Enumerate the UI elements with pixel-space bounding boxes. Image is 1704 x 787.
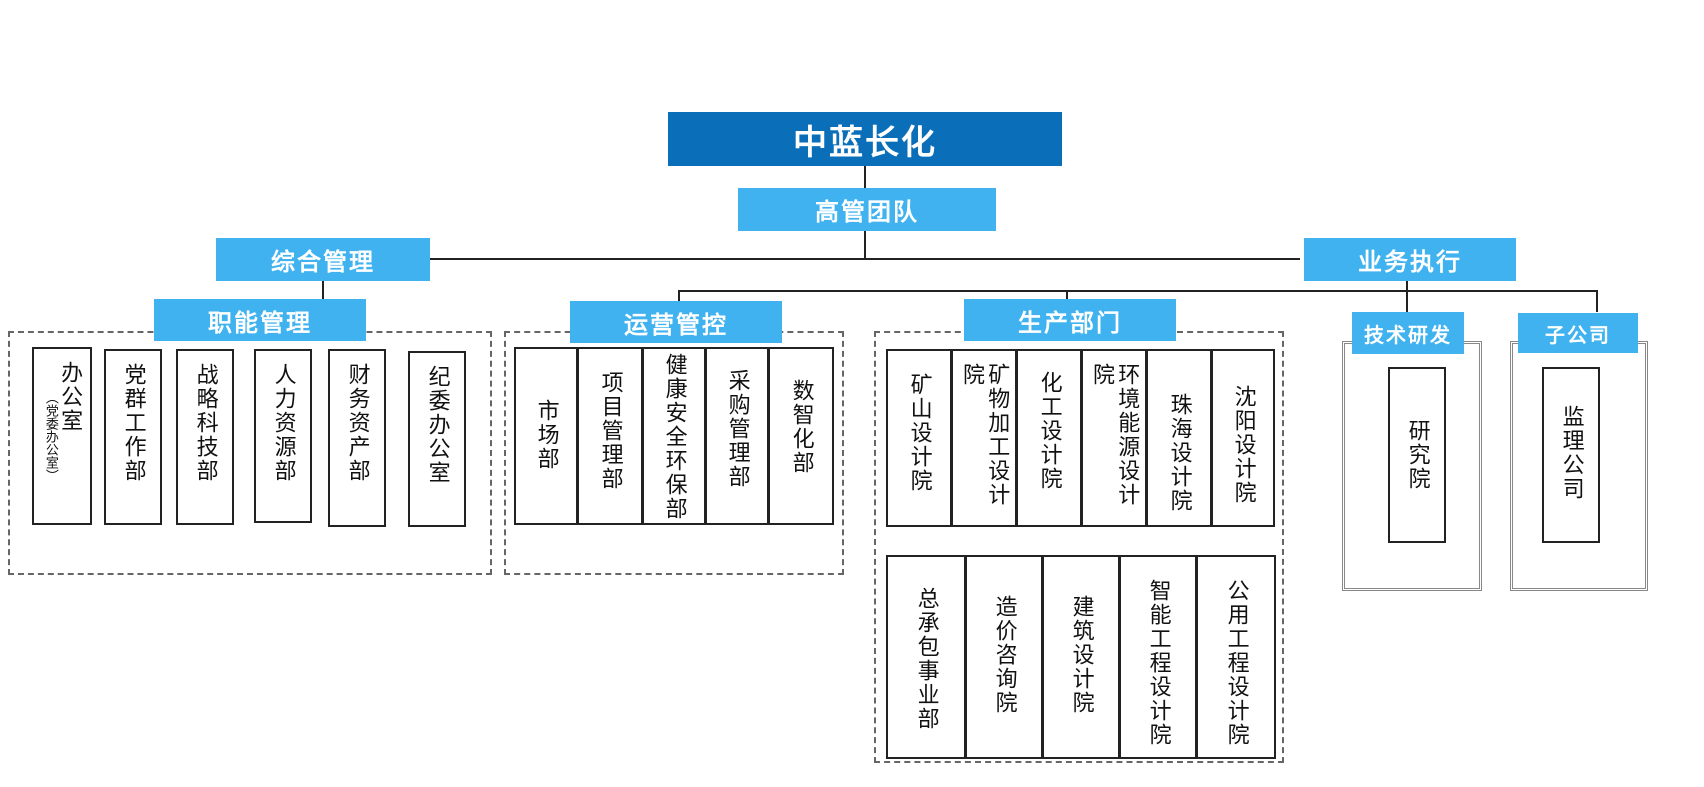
connector-to-production: [1066, 290, 1068, 302]
connector-business-bus: [678, 290, 1598, 292]
unit-office-label: 办公室: [57, 361, 83, 433]
unit-label: 数智化部: [788, 379, 814, 475]
business-execution-node: 业务执行: [1304, 238, 1516, 281]
unit-utilities-design: 公用工程设计院: [1196, 555, 1276, 759]
research-header: 技术研发: [1352, 312, 1464, 354]
unit-mineral-processing: 矿物加工设计院: [951, 349, 1017, 527]
connector-root-exec: [864, 166, 866, 190]
unit-label: 矿物加工设计院: [959, 363, 1010, 507]
operations-header: 运营管控: [570, 301, 782, 343]
executive-node: 高管团队: [738, 188, 996, 231]
unit-label: 造价咨询院: [991, 595, 1017, 715]
production-header: 生产部门: [964, 299, 1176, 341]
unit-research-institute: 研究院: [1388, 367, 1446, 543]
unit-label: 环境能源设计院: [1089, 363, 1140, 507]
unit-label: 纪委办公室: [424, 365, 450, 485]
unit-smart-engineering: 智能工程设计院: [1119, 555, 1197, 759]
unit-architecture-design: 建筑设计院: [1042, 555, 1120, 759]
unit-zhuhai-design: 珠海设计院: [1146, 349, 1212, 527]
connector-to-research: [1406, 290, 1408, 312]
unit-digital: 数智化部: [768, 347, 834, 525]
unit-label: 人力资源部: [270, 363, 296, 483]
unit-label: 珠海设计院: [1166, 393, 1192, 513]
unit-strategy-tech: 战略科技部: [176, 349, 234, 525]
unit-label: 智能工程设计院: [1145, 579, 1171, 747]
unit-label: 研究院: [1404, 419, 1430, 491]
unit-mining-design: 矿山设计院: [886, 349, 952, 527]
unit-human-resources: 人力资源部: [254, 349, 312, 523]
root-node: 中蓝长化: [668, 112, 1062, 166]
unit-market: 市场部: [514, 347, 578, 525]
unit-shenyang-design: 沈阳设计院: [1211, 349, 1275, 527]
connector-to-operations: [678, 290, 680, 302]
unit-label: 财务资产部: [344, 363, 370, 483]
unit-label: 党群工作部: [120, 363, 146, 483]
unit-office: 办公室 （党委办公室）: [32, 347, 92, 525]
unit-epc: 总承包事业部: [886, 555, 966, 759]
unit-party-work: 党群工作部: [104, 349, 162, 525]
unit-label: 矿山设计院: [906, 373, 932, 493]
subsidiary-header: 子公司: [1518, 313, 1638, 353]
connector-to-subsidiary: [1596, 290, 1598, 312]
connector-general-functional: [322, 281, 324, 299]
functional-header: 职能管理: [154, 299, 366, 341]
unit-label: 公用工程设计院: [1223, 579, 1249, 747]
unit-label: 项目管理部: [597, 371, 623, 491]
unit-label: 沈阳设计院: [1230, 385, 1256, 505]
unit-label: 化工设计院: [1036, 371, 1062, 491]
unit-supervision-company: 监理公司: [1542, 367, 1600, 543]
unit-procurement: 采购管理部: [705, 347, 769, 525]
unit-chemical-design: 化工设计院: [1016, 349, 1082, 527]
unit-hse: 健康安全环保部: [642, 347, 706, 525]
unit-label: 总承包事业部: [913, 587, 939, 731]
unit-discipline-office: 纪委办公室: [408, 351, 466, 527]
general-management-node: 综合管理: [216, 238, 430, 281]
unit-label: 建筑设计院: [1068, 595, 1094, 715]
unit-office-note: （党委办公室）: [42, 391, 58, 482]
unit-project-management: 项目管理部: [577, 347, 643, 525]
unit-cost-consulting: 造价咨询院: [965, 555, 1043, 759]
unit-environment-energy: 环境能源设计院: [1081, 349, 1147, 527]
unit-label: 市场部: [533, 399, 559, 471]
connector-business-down: [1406, 281, 1408, 291]
unit-label: 采购管理部: [724, 369, 750, 489]
unit-label: 健康安全环保部: [661, 353, 687, 521]
connector-exec-trunk: [864, 231, 866, 259]
unit-label: 战略科技部: [192, 363, 218, 483]
connector-divisions: [430, 258, 1300, 260]
unit-finance: 财务资产部: [328, 349, 386, 527]
unit-label: 监理公司: [1558, 405, 1584, 501]
